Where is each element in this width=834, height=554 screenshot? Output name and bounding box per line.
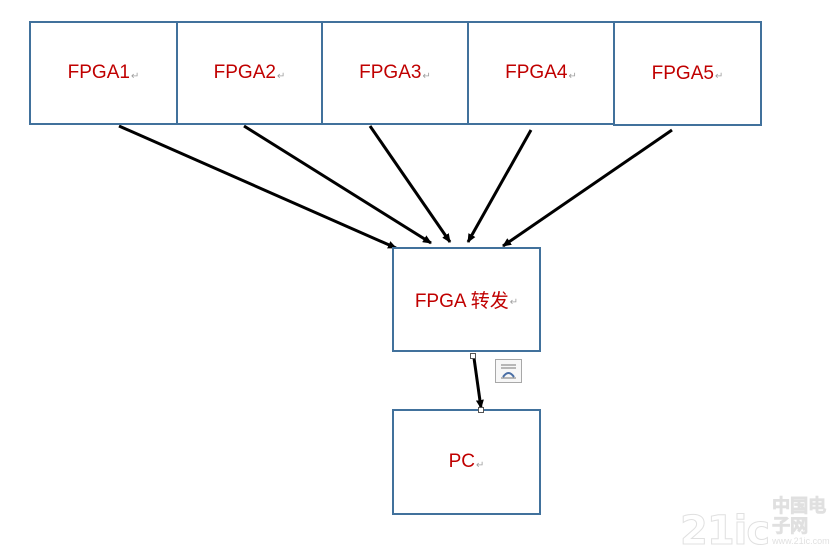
pc-box[interactable]: PC↵ (392, 409, 541, 515)
paragraph-mark-icon: ↵ (422, 70, 431, 82)
arrow-fpga2-to-forwarder[interactable] (243, 124, 432, 245)
arrow-fpga4-to-forwarder[interactable] (466, 129, 533, 243)
paragraph-mark-icon: ↵ (714, 71, 724, 82)
connector-start-handle[interactable] (470, 353, 476, 359)
fpga1-box[interactable]: FPGA1↵ (29, 21, 178, 125)
fpga2-label: FPGA2 (213, 62, 276, 83)
fpga4-label: FPGA4 (505, 62, 568, 83)
forwarder-label: FPGA 转发 (414, 291, 509, 312)
paragraph-mark-icon: ↵ (568, 70, 577, 82)
connector-end-handle[interactable] (478, 407, 484, 413)
paragraph-mark-icon: ↵ (276, 70, 286, 82)
fpga2-box[interactable]: FPGA2↵ (176, 21, 323, 125)
watermark: 21ic 中国电子网 www.21ic.com (679, 496, 834, 554)
paragraph-mark-icon: ↵ (476, 459, 485, 471)
fpga3-box[interactable]: FPGA3↵ (321, 21, 469, 125)
arrow-fpga3-to-forwarder[interactable] (368, 125, 452, 243)
watermark-url: www.21ic.com (772, 536, 830, 546)
forwarder-box[interactable]: FPGA 转发↵ (392, 247, 541, 352)
arrow-fpga1-to-forwarder[interactable] (118, 124, 397, 250)
watermark-chinese: 中国电子网 (772, 496, 827, 537)
layout-options-icon (501, 364, 516, 379)
watermark-logo: 21ic (679, 508, 770, 554)
fpga4-box[interactable]: FPGA4↵ (467, 21, 615, 125)
pc-label: PC (448, 451, 475, 472)
fpga3-label: FPGA3 (359, 62, 422, 83)
paragraph-mark-icon: ↵ (509, 297, 519, 308)
arrow-forwarder-to-pc[interactable] (472, 357, 484, 409)
layout-options-button[interactable] (495, 359, 522, 383)
fpga5-box[interactable]: FPGA5↵ (613, 21, 762, 126)
arrow-fpga5-to-forwarder[interactable] (502, 128, 673, 248)
fpga5-label: FPGA5 (651, 62, 714, 84)
fpga1-label: FPGA1 (67, 62, 130, 83)
paragraph-mark-icon: ↵ (130, 70, 140, 82)
